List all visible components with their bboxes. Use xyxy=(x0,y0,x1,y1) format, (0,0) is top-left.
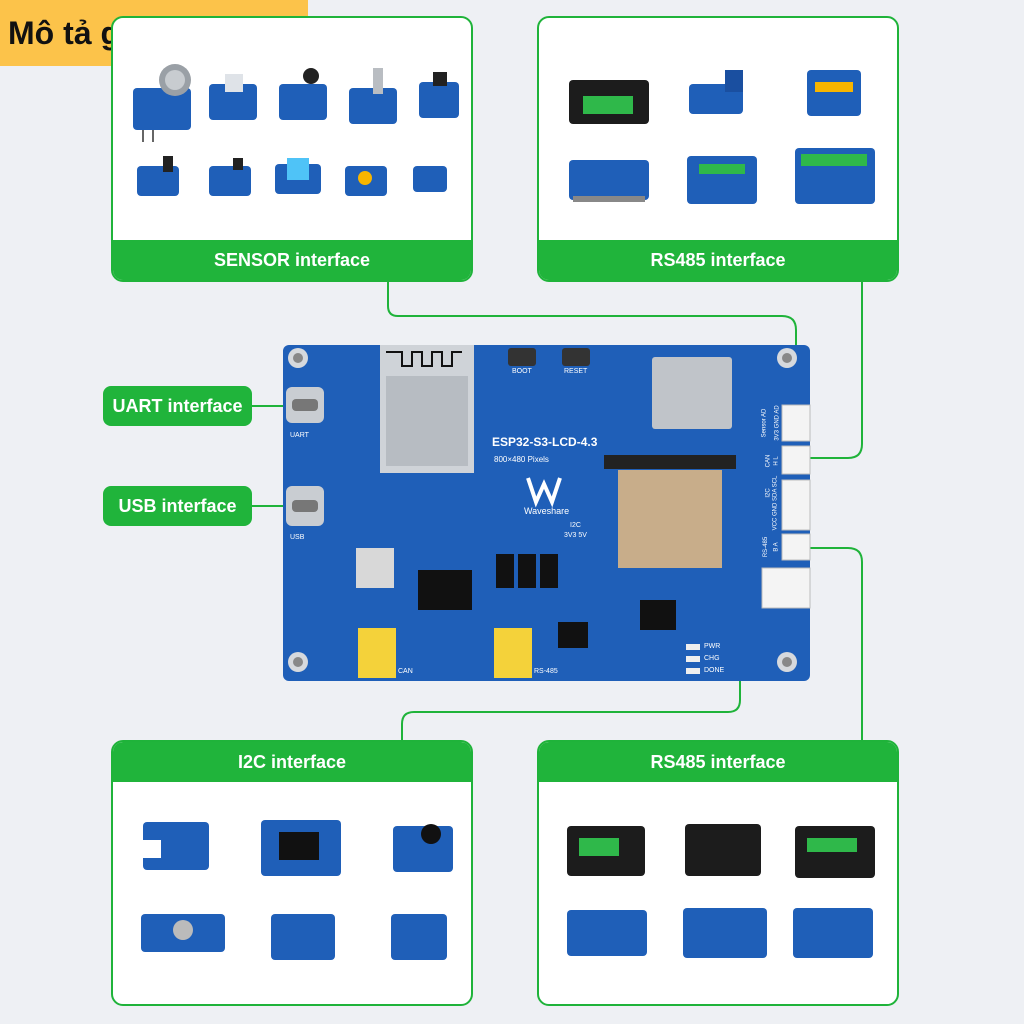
pressure-sensor-module-icon xyxy=(209,74,257,120)
reset-label: RESET xyxy=(564,368,588,375)
industrial-converter-icon xyxy=(569,80,649,124)
i2c-interface-panel: I2C interface xyxy=(111,740,473,1006)
sound-sensor-module-icon xyxy=(279,68,327,120)
i2c-pins-label: VCC GND SDA SCL xyxy=(772,475,779,531)
can-connector-icon xyxy=(781,445,811,475)
i2c-connector-icon xyxy=(781,479,811,531)
pwr-led-label: PWR xyxy=(704,643,721,650)
rs485-hat-icon xyxy=(807,70,861,116)
sensor-interface-label: SENSOR interface xyxy=(113,240,471,280)
rs485-expansion-hat-icon xyxy=(795,148,875,204)
uart-silk-label: UART xyxy=(290,432,309,439)
rs485-can-hat-bottom-icon xyxy=(567,910,647,956)
uart-interface-label: UART interface xyxy=(103,386,252,426)
i2c-module-3-icon xyxy=(393,824,453,872)
gas-sensor-module-icon xyxy=(133,64,191,142)
mounting-hole-icon xyxy=(288,348,797,672)
usb-silk-label: USB xyxy=(290,534,305,541)
industrial-rs485-converter-icon xyxy=(685,824,761,876)
usb-interface-label: USB interface xyxy=(103,486,252,526)
boot-button-icon xyxy=(508,348,536,366)
sensor-connector-icon xyxy=(781,404,811,442)
i2c-module-5-icon xyxy=(271,914,335,960)
i2c-module-2-icon xyxy=(261,820,341,876)
infrared-sensor-module-icon xyxy=(209,158,251,196)
rs485-expansion-board-icon xyxy=(683,908,767,958)
i2c-voltage-label: 3V3 5V xyxy=(564,532,587,539)
boot-label: BOOT xyxy=(512,368,532,375)
rs485-bottom-modules-illustration xyxy=(567,824,875,958)
usb-to-rs485-converter-icon xyxy=(567,826,645,876)
sd-card-slot-icon xyxy=(652,357,732,429)
i2c-module-1-icon xyxy=(143,822,209,870)
lcd-ribbon-cable-icon xyxy=(618,470,722,568)
can-silk-label: CAN xyxy=(398,668,413,675)
board-resolution-label: 800×480 Pixels xyxy=(494,455,549,464)
rs485-relay-module-icon xyxy=(795,826,875,878)
usb-c-port-icon xyxy=(286,486,324,526)
battery-connector-icon xyxy=(761,567,811,609)
board-brand-label: Waveshare xyxy=(524,506,570,516)
i2c-module-6-icon xyxy=(391,914,447,960)
reset-button-icon xyxy=(562,348,590,366)
board-model-label: ESP32-S3-LCD-4.3 xyxy=(492,435,598,449)
rs485-board-icon xyxy=(569,160,649,202)
can-connector-label: CAN xyxy=(765,454,772,468)
uart-usb-c-port-icon xyxy=(286,387,324,423)
ic-chip-icon xyxy=(418,570,472,610)
sensor-connector-label: Sensor AD xyxy=(761,408,768,438)
terminal-module-icon xyxy=(689,70,743,114)
i2c-silk-label: I2C xyxy=(570,522,581,529)
light-sensor-module-icon xyxy=(413,166,447,192)
can-pins-label: H L xyxy=(773,456,780,466)
rs485-can-hat-icon xyxy=(687,156,757,204)
esp32-module-icon xyxy=(380,345,474,473)
rs485-pins-label: B A xyxy=(773,542,780,552)
rs485-silk-label: RS-485 xyxy=(534,668,558,675)
i2c-module-4-icon xyxy=(141,914,225,952)
chg-led-label: CHG xyxy=(704,655,720,662)
ultraviolet-sensor-module-icon xyxy=(419,72,459,118)
rs485-top-interface-panel: RS485 interface xyxy=(537,16,899,282)
can-terminal-icon xyxy=(358,628,396,678)
rs485-bottom-interface-label: RS485 interface xyxy=(539,742,897,782)
done-led-label: DONE xyxy=(704,667,725,674)
rs485-connector-icon xyxy=(781,533,811,561)
i2c-interface-label: I2C interface xyxy=(113,742,471,782)
humidity-sensor-module-icon xyxy=(275,158,321,194)
rs485-top-modules-illustration xyxy=(569,70,875,204)
lcd-fpc-connector-icon xyxy=(604,455,736,469)
rs485-bottom-interface-panel: RS485 interface xyxy=(537,740,899,1006)
sensor-pins-label: 3V3 GND AD xyxy=(774,405,781,441)
rs485-connector-label: RS-485 xyxy=(763,536,770,558)
sensor-interface-panel: SENSOR interface xyxy=(111,16,473,282)
rs485-serial-hat-icon xyxy=(793,908,873,958)
rs485-terminal-icon xyxy=(494,628,532,678)
rs485-top-interface-label: RS485 interface xyxy=(539,240,897,280)
waveshare-logo-icon xyxy=(526,477,562,508)
rotation-sensor-module-icon xyxy=(349,68,397,124)
flame-sensor-module-icon xyxy=(137,156,179,196)
i2c-modules-illustration xyxy=(141,820,453,960)
sensor-modules-illustration xyxy=(133,64,459,196)
i2c-connector-label: I2C xyxy=(765,488,772,498)
color-sensor-module-icon xyxy=(345,166,387,196)
